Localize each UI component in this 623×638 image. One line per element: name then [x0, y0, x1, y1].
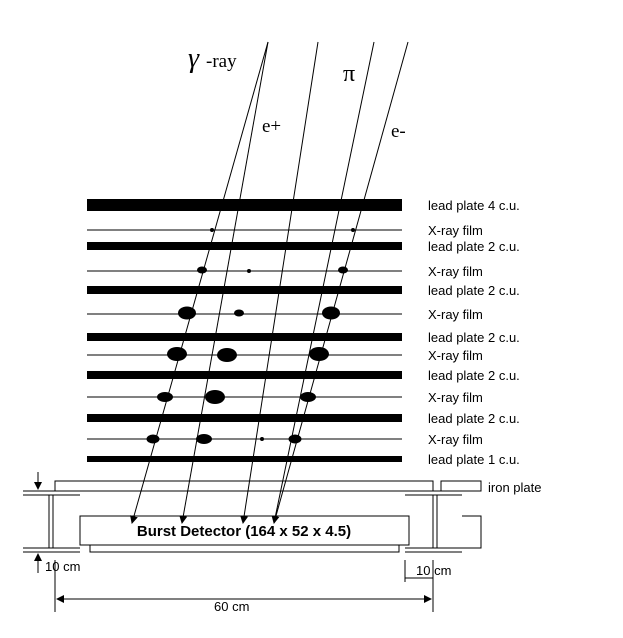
shower-spot	[157, 392, 173, 402]
layer-label: lead plate 2 c.u.	[428, 239, 520, 254]
pi-label: π	[343, 61, 355, 87]
shower-spot	[351, 228, 355, 232]
lead-plate	[87, 242, 402, 250]
left-height-label: 10 cm	[45, 559, 80, 574]
shower-spot	[217, 348, 237, 362]
iron-plate-right	[440, 480, 482, 492]
layer-label: lead plate 2 c.u.	[428, 330, 520, 345]
e-plus-track	[240, 41, 319, 524]
pi-track	[271, 41, 375, 524]
shower-spot	[234, 309, 244, 317]
layer-label: X-ray film	[428, 390, 483, 405]
iron-plate	[54, 480, 434, 492]
lead-plate	[87, 286, 402, 294]
particle-tracks	[130, 41, 409, 524]
shower-spot	[309, 347, 329, 361]
shower-spot	[322, 306, 340, 320]
lead-plate	[87, 371, 402, 379]
e-minus-label: e-	[391, 121, 406, 142]
iron-structure	[23, 480, 482, 553]
right-i-beam	[405, 490, 462, 553]
shower-spot	[197, 266, 207, 274]
right-width-label: 10 cm	[416, 563, 451, 578]
layer-label: X-ray film	[428, 432, 483, 447]
shower-spot	[146, 434, 160, 444]
shower-spots	[146, 228, 355, 444]
gamma-symbol: γ	[188, 43, 200, 74]
total-width-label: 60 cm	[214, 599, 249, 614]
gamma-ray-label: -ray	[206, 51, 237, 72]
layer-label: lead plate 2 c.u.	[428, 283, 520, 298]
shower-spot	[338, 266, 348, 274]
shower-spot	[210, 228, 214, 232]
layer-label: lead plate 2 c.u.	[428, 411, 520, 426]
shower-spot	[178, 306, 196, 320]
layer-label: X-ray film	[428, 348, 483, 363]
shower-spot	[205, 390, 225, 404]
layer-label: X-ray film	[428, 307, 483, 322]
layer-label: lead plate 2 c.u.	[428, 368, 520, 383]
particle-labels: γ -ray π e+ e-	[188, 43, 406, 142]
detector-base	[89, 544, 400, 553]
shower-spot	[247, 269, 251, 273]
shower-spot	[196, 434, 212, 444]
lead-plate	[87, 414, 402, 422]
burst-detector-label: Burst Detector (164 x 52 x 4.5)	[137, 523, 351, 540]
shower-spot	[260, 437, 264, 441]
shower-spot	[167, 347, 187, 361]
iron-plate-label: iron plate	[488, 480, 541, 495]
right-end-beam	[462, 515, 482, 549]
lead-plate	[87, 456, 402, 462]
e-plus-label: e+	[262, 116, 281, 137]
e-minus-track	[273, 41, 409, 524]
left-i-beam	[23, 490, 80, 553]
dimension-markers	[34, 472, 434, 612]
layer-label: X-ray film	[428, 264, 483, 279]
gamma-ray-track-2	[179, 41, 269, 524]
lead-plate	[87, 333, 402, 341]
shower-spot	[300, 392, 316, 402]
gamma-ray-track-1	[130, 41, 269, 524]
layer-label: lead plate 1 c.u.	[428, 452, 520, 467]
lead-plate	[87, 199, 402, 211]
layer-label: X-ray film	[428, 223, 483, 238]
layer-label: lead plate 4 c.u.	[428, 198, 520, 213]
